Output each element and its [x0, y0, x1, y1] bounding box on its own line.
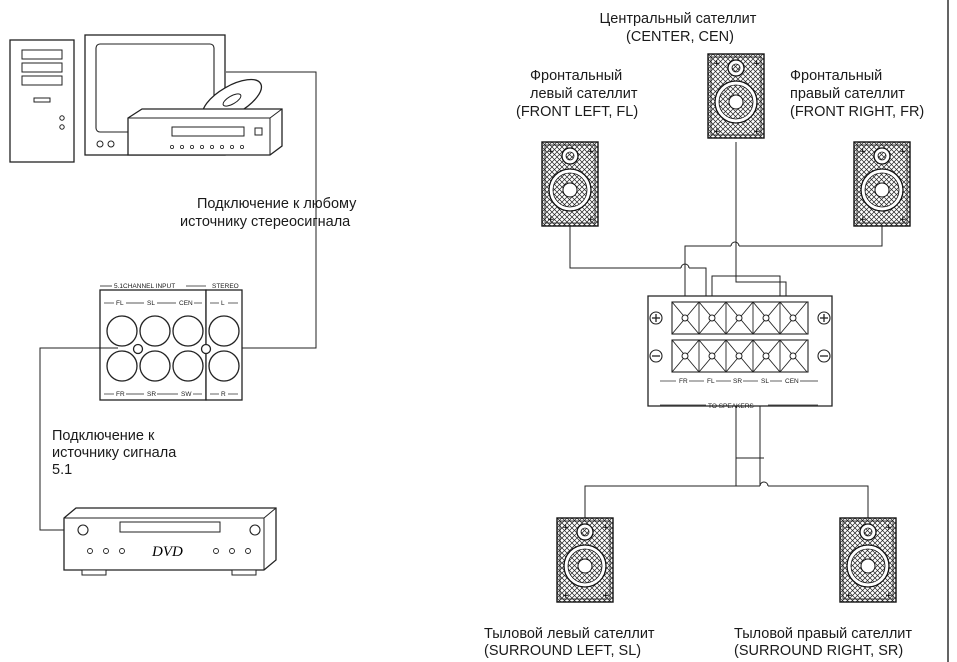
center-speaker-label: Центральный сателлит (CENTER, CEN): [600, 11, 761, 45]
front-left-speaker: [541, 141, 599, 227]
terminal-ch-sl: SL: [761, 378, 769, 385]
surround-left-label: Тыловой левый сателлит (SURROUND LEFT, S…: [484, 626, 659, 659]
dvd-cable: [39, 347, 118, 531]
input-ch-sl: SL: [147, 300, 155, 307]
dvd-logo: DVD: [151, 544, 183, 560]
jack-sl: [139, 315, 171, 347]
front-left-label: Фронтальный левый сателлит (FRONT LEFT, …: [516, 68, 642, 120]
surround-right-label: Тыловой правый сателлит (SURROUND RIGHT,…: [734, 626, 916, 659]
input-ch-cen: CEN: [179, 300, 193, 307]
jack-sr: [139, 350, 171, 382]
terminal-ch-fr: FR: [679, 378, 688, 385]
input-panel: 5.1CHANNEL INPUT STEREO FL SL CEN L FR S…: [99, 283, 243, 401]
front-right-speaker: [853, 141, 911, 227]
stereo-cable: [226, 71, 317, 349]
jack-r: [208, 350, 240, 382]
input-ch-r: R: [221, 391, 226, 398]
terminal-ch-cen: CEN: [785, 378, 799, 385]
input-ch-sw: SW: [181, 391, 192, 398]
speaker-terminal-block: FR FL SR SL CEN TO SPEAKERS: [647, 295, 833, 410]
input-ch-fr: FR: [116, 391, 125, 398]
center-speaker: [707, 53, 765, 139]
input-ch-sr: SR: [147, 391, 156, 398]
jack-sw: [172, 350, 204, 382]
terminal-caption: TO SPEAKERS: [708, 403, 754, 410]
dvd-player-icon: DVD: [63, 507, 277, 576]
surround-left-speaker: [556, 517, 614, 603]
jack-fr: [106, 350, 138, 382]
jack-fl: [106, 315, 138, 347]
input-51-header: 5.1CHANNEL INPUT: [114, 283, 175, 290]
input-ch-l: L: [221, 300, 225, 307]
jack-cen: [172, 315, 204, 347]
front-right-label: Фронтальный правый сателлит (FRONT RIGHT…: [790, 68, 924, 120]
input-stereo-header: STEREO: [212, 283, 239, 290]
pc-tower-icon: [9, 39, 75, 163]
stereo-receiver-icon: [127, 108, 283, 156]
surround-right-speaker: [839, 517, 897, 603]
speaker-wires: [569, 142, 883, 518]
input-ch-fl: FL: [116, 300, 124, 307]
stereo-source-label: Подключение к любому источнику стереосиг…: [180, 196, 360, 230]
jack-l: [208, 315, 240, 347]
source-51-label: Подключение к источнику сигнала 5.1: [52, 428, 180, 478]
terminal-ch-fl: FL: [707, 378, 715, 385]
terminal-ch-sr: SR: [733, 378, 742, 385]
